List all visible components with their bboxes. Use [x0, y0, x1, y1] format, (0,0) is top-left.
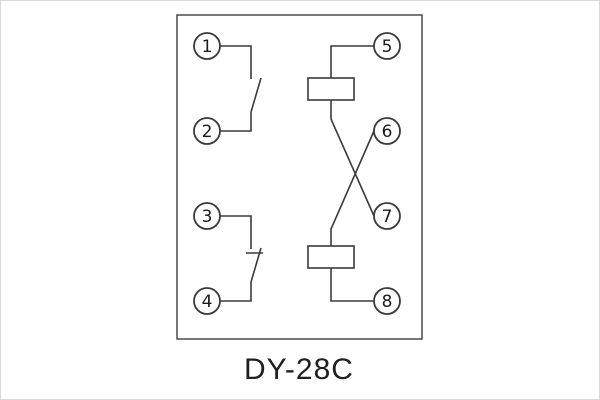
coil-branch [307, 45, 375, 302]
coil-icon-lower [307, 245, 355, 269]
terminal-circle [373, 202, 401, 230]
terminal-8: 8 [373, 287, 401, 315]
contact-3-4 [220, 215, 263, 302]
coil-icon-upper [307, 77, 355, 101]
wire-terminal-2-stub [220, 112, 252, 132]
contact-blade-icon [250, 77, 262, 113]
wire-terminal-3-stub [220, 215, 252, 249]
terminal-circle [373, 117, 401, 145]
cross-wire-to-7 [330, 100, 375, 217]
cross-wire-from-6 [330, 130, 375, 246]
terminal-number: 1 [202, 37, 213, 57]
terminal-number: 5 [382, 37, 393, 57]
terminal-circle [193, 202, 221, 230]
wire-terminal-1-stub [220, 45, 252, 79]
terminal-1: 1 [193, 32, 221, 60]
terminal-circle [373, 287, 401, 315]
terminal-number: 6 [382, 122, 393, 142]
model-label: DY-28C [244, 353, 354, 386]
terminal-4: 4 [193, 287, 221, 315]
terminal-circle [193, 32, 221, 60]
terminal-2: 2 [193, 117, 221, 145]
terminal-number: 3 [202, 207, 213, 227]
terminal-7: 7 [373, 202, 401, 230]
terminal-number: 4 [202, 292, 213, 312]
terminal-number: 8 [382, 292, 393, 312]
terminal-number: 7 [382, 207, 393, 227]
wire-terminal-4-stub [220, 282, 252, 302]
terminal-number: 2 [202, 122, 213, 142]
terminal-circle [193, 117, 221, 145]
terminal-circle [193, 287, 221, 315]
terminal-6: 6 [373, 117, 401, 145]
terminal-circle [373, 32, 401, 60]
terminal-3: 3 [193, 202, 221, 230]
schematic-frame [176, 14, 423, 340]
wire-terminal-5-stub [330, 45, 374, 78]
contact-1-2 [220, 45, 262, 132]
terminal-5: 5 [373, 32, 401, 60]
wire-terminal-8-stub [330, 268, 374, 302]
